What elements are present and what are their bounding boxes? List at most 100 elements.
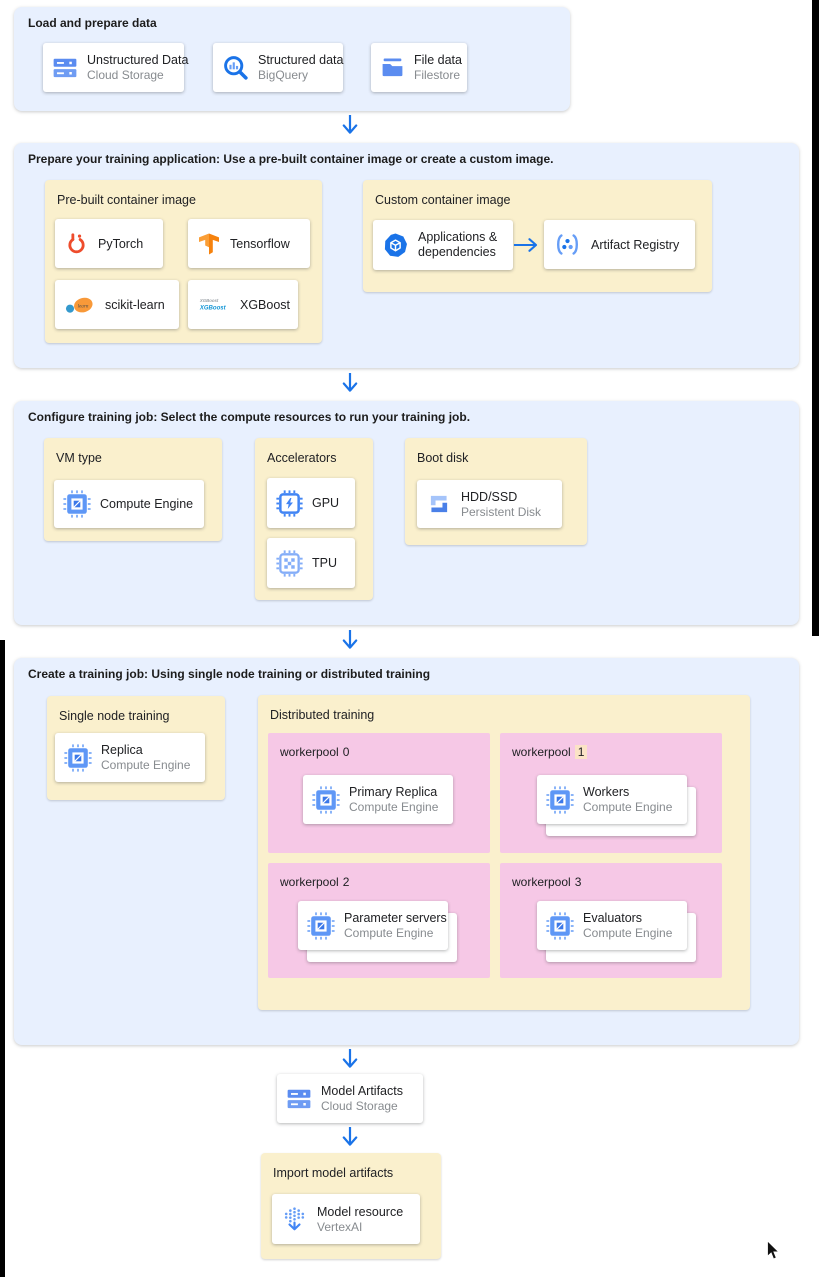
flow-arrow-down-icon (341, 372, 359, 398)
unstructured-data-card: Unstructured Data Cloud Storage (43, 43, 188, 92)
card-label: Workers (583, 785, 630, 799)
artifact-registry-icon (553, 233, 582, 256)
highlighted-number: 1 (574, 745, 588, 759)
custom-container-title: Custom container image (375, 193, 511, 207)
vm-type-title: VM type (56, 451, 102, 465)
flow-arrow-down-icon (341, 1126, 359, 1152)
card-sublabel: VertexAI (317, 1219, 363, 1234)
compute-engine-icon (312, 786, 340, 814)
hdd-ssd-card: HDD/SSD Persistent Disk (417, 480, 562, 528)
card-label: Structured data (258, 53, 344, 67)
card-label: Primary Replica (349, 785, 438, 799)
create-section: Create a training job: Using single node… (14, 658, 799, 1045)
xgboost-card: XGBoost (188, 280, 298, 329)
single-node-title: Single node training (59, 709, 170, 723)
screen-edge-bar-right (812, 0, 819, 636)
import-model-group: Import model artifacts Model resource Ve… (261, 1153, 441, 1259)
model-artifacts-card: Model Artifacts Cloud Storage (277, 1074, 423, 1123)
applications-dependencies-icon (382, 232, 409, 259)
configure-section: Configure training job: Select the compu… (14, 401, 799, 625)
screen-edge-bar-left (0, 640, 5, 1277)
xgboost-icon (197, 293, 231, 316)
accelerators-group: Accelerators GPU TPU (255, 438, 373, 600)
tpu-card: TPU (267, 538, 355, 588)
card-label: scikit-learn (105, 297, 165, 312)
flow-arrow-down-icon (341, 629, 359, 655)
card-label: Parameter servers (344, 911, 447, 925)
mouse-cursor-icon (766, 1240, 780, 1261)
card-label: File data (414, 53, 462, 67)
model-resource-card: Model resource VertexAI (272, 1194, 420, 1244)
replica-card: Replica Compute Engine (55, 733, 205, 782)
gpu-card: GPU (267, 478, 355, 528)
card-label: Applications & dependencies (418, 230, 498, 259)
single-node-group: Single node training Replica Compute Eng… (47, 696, 225, 800)
flow-arrow-down-icon (341, 114, 359, 140)
card-label: Artifact Registry (591, 237, 680, 252)
parameter-servers-card: Parameter servers Compute Engine (298, 901, 448, 950)
workers-card: Workers Compute Engine (537, 775, 687, 824)
card-label: Tensorflow (230, 236, 290, 251)
distributed-title: Distributed training (270, 708, 375, 722)
artifact-registry-card: Artifact Registry (544, 220, 695, 269)
card-sublabel: Cloud Storage (321, 1099, 398, 1113)
prebuilt-container-title: Pre-built container image (57, 193, 196, 207)
compute-engine-icon (64, 744, 92, 772)
vertex-ai-icon (281, 1206, 308, 1233)
card-sublabel: Cloud Storage (87, 68, 164, 82)
compute-engine-icon (546, 786, 574, 814)
persistent-disk-icon (426, 491, 452, 517)
card-label: Replica (101, 743, 143, 757)
scikit-learn-icon (64, 293, 96, 316)
boot-disk-title: Boot disk (417, 451, 469, 465)
tensorflow-icon (197, 232, 221, 256)
scikit-learn-card: scikit-learn (55, 280, 179, 329)
cloud-storage-icon (286, 1086, 312, 1112)
card-label: Model Artifacts (321, 1084, 403, 1098)
flow-arrow-down-icon (341, 1048, 359, 1074)
card-label: PyTorch (98, 236, 144, 251)
card-sublabel: Persistent Disk (461, 504, 542, 519)
card-sublabel: Compute Engine (583, 926, 673, 940)
card-label: Evaluators (583, 911, 643, 925)
custom-container-group: Custom container image Applications & de… (363, 180, 712, 292)
prepare-section: Prepare your training application: Use a… (14, 143, 799, 368)
accelerators-title: Accelerators (267, 451, 337, 465)
gpu-icon (276, 490, 303, 517)
tpu-icon (276, 550, 303, 577)
card-label: Unstructured Data (87, 53, 189, 67)
evaluators-card: Evaluators Compute Engine (537, 901, 687, 950)
card-label: HDD/SSD (461, 489, 518, 504)
card-label: TPU (312, 556, 337, 570)
card-sublabel: Filestore (414, 68, 461, 82)
card-label: Model resource (317, 1204, 404, 1219)
prebuilt-container-group: Pre-built container image PyTorch Tensor… (45, 180, 322, 343)
filestore-icon (380, 55, 405, 80)
card-label: XGBoost (240, 297, 291, 312)
pytorch-icon (64, 231, 89, 256)
compute-engine-icon (546, 912, 574, 940)
structured-data-card: Structured data BigQuery (213, 43, 343, 92)
tensorflow-card: Tensorflow (188, 219, 310, 268)
prepare-section-title: Prepare your training application: Use a… (28, 152, 554, 166)
boot-disk-group: Boot disk HDD/SSD Persistent Disk (405, 438, 587, 545)
card-sublabel: Compute Engine (583, 800, 673, 814)
flow-arrow-right-icon (513, 236, 543, 254)
create-section-title: Create a training job: Using single node… (28, 667, 431, 681)
import-model-title: Import model artifacts (273, 1166, 394, 1180)
bigquery-icon (222, 54, 249, 81)
pytorch-card: PyTorch (55, 219, 163, 268)
compute-engine-icon (307, 912, 335, 940)
compute-engine-card: Compute Engine (54, 480, 204, 528)
card-sublabel: Compute Engine (101, 758, 191, 772)
card-label: Compute Engine (100, 497, 194, 511)
compute-engine-icon (63, 490, 91, 518)
card-sublabel: BigQuery (258, 68, 309, 82)
